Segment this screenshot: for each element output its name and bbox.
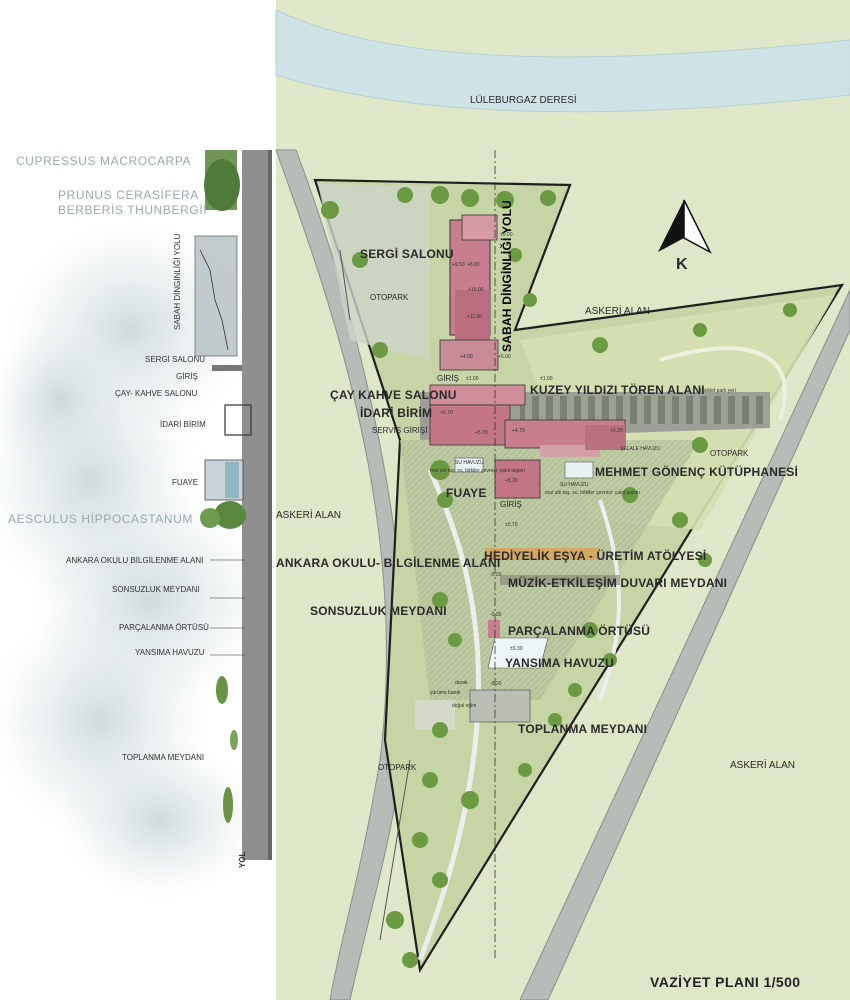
- level: -0.30: [490, 612, 502, 618]
- section-item: ÇAY- KAHVE SALONU: [115, 389, 198, 398]
- section-path-label: SABAH DİNGİNLİĞİ YOLU: [173, 233, 182, 330]
- level: -0.20: [490, 572, 502, 578]
- zone-servis: SERVİS GİRİŞİ: [372, 426, 428, 435]
- zone-bisiklet: bisiklet park yeri: [700, 388, 736, 394]
- level: +5.70: [475, 430, 488, 436]
- section-item: FUAYE: [172, 478, 199, 487]
- level: +8.00: [467, 262, 480, 268]
- level: +5.20: [505, 478, 518, 484]
- zone-otopark-bottom: OTOPARK: [378, 763, 417, 772]
- zone-sonsuzluk: SONSUZLUK MEYDANI: [310, 604, 447, 618]
- species-cupressus: CUPRESSUS MACROCARPA: [16, 154, 192, 168]
- military-area-left: ASKERİ ALAN: [276, 510, 342, 521]
- level: +5.00: [498, 354, 511, 360]
- species-aesculus: AESCULUS HİPPOCASTANUM: [8, 512, 194, 526]
- military-area-bottom: ASKERİ ALAN: [730, 760, 796, 771]
- zone-muzik: MÜZİK-ETKİLEŞİM DUVARI MEYDANI: [508, 576, 728, 590]
- zone-selale: ŞELALE HAVUZU: [620, 446, 661, 452]
- pool-2-label: SU HAVUZU: [560, 482, 589, 488]
- pool-1-note: mat altı taş, su, bitkiler çevresi: çakı…: [430, 468, 526, 474]
- section-item: GİRİŞ: [176, 372, 198, 381]
- section-item: YANSIMA HAVUZU: [135, 648, 205, 657]
- section-item: SONSUZLUK MEYDANI: [112, 585, 200, 594]
- zone-hediyelik: HEDİYELİK EŞYA - ÜRETİM ATÖLYESİ: [484, 549, 707, 563]
- level: ±1.00: [540, 376, 553, 382]
- military-area-top: ASKERİ ALAN: [585, 306, 651, 317]
- zone-giris-top: GİRİŞ: [437, 374, 459, 383]
- zone-ankara: ANKARA OKULU- BİLGİLENME ALANI: [276, 556, 501, 570]
- level: +5.70: [440, 410, 453, 416]
- zone-otopark-top: OTOPARK: [370, 293, 409, 302]
- pool-1-label: SU HAVUZU: [455, 460, 484, 466]
- level: +11.00: [467, 314, 483, 320]
- zone-giris-mid: GİRİŞ: [500, 500, 522, 509]
- plan-title: VAZİYET PLANI 1/500: [650, 974, 801, 990]
- section-item: TOPLANMA MEYDANI: [122, 753, 205, 762]
- pool-2-note: mat altı taş, su, bitkiler çevresi: çakı…: [545, 490, 641, 496]
- section-item: ANKARA OKULU BİLGİLENME ALANI: [66, 556, 204, 565]
- level: -0.20: [490, 681, 502, 687]
- zone-sabah-yolu: SABAH DİNGİNLİĞİ YOLU: [500, 200, 514, 352]
- level: +5.20: [610, 428, 623, 434]
- level: +4.70: [512, 428, 525, 434]
- section-panel: [0, 0, 276, 1000]
- label-durak: durak: [455, 680, 468, 686]
- species-berberis: BERBERİS THUNBERGİİ: [58, 203, 208, 217]
- section-item: PARÇALANMA ÖRTÜSÜ: [119, 623, 209, 632]
- north-arrow: [658, 199, 712, 254]
- zone-otopark-right: OTOPARK: [710, 449, 749, 458]
- label-dogal-egim: doğal eğim: [452, 703, 477, 709]
- zone-cay: ÇAY KAHVE SALONU: [330, 388, 457, 402]
- level: +9.50: [452, 262, 465, 268]
- level: ±0.70: [505, 522, 518, 528]
- zone-fuaye: FUAYE: [446, 486, 487, 500]
- level: ±0.00: [500, 232, 513, 238]
- zone-idari: İDARİ BİRİM: [360, 406, 433, 420]
- north-label: K: [676, 256, 688, 273]
- river-label: LÜLEBURGAZ DERESİ: [470, 95, 577, 106]
- zone-parcalanma: PARÇALANMA ÖRTÜSÜ: [508, 624, 651, 638]
- level: +4.00: [460, 354, 473, 360]
- zone-yansima: YANSIMA HAVUZU: [505, 656, 615, 670]
- zone-sergi: SERGİ SALONU: [360, 247, 454, 261]
- zone-toplanma: TOPLANMA MEYDANI: [518, 722, 648, 736]
- zone-kuzey: KUZEY YILDIZI TÖREN ALANI: [530, 383, 705, 397]
- level: +10.00: [468, 287, 484, 293]
- plan-panel: [275, 0, 850, 1000]
- level: ±1.00: [466, 376, 479, 382]
- section-item: İDARİ BİRİM: [160, 420, 206, 429]
- species-prunus: PRUNUS CERASİFERA: [58, 188, 199, 202]
- level: ±0.30: [510, 646, 523, 652]
- section-road-label: YOL: [238, 851, 247, 868]
- label-yurume: yürüme bandı: [430, 690, 461, 696]
- section-item: SERGİ SALONU: [145, 355, 206, 364]
- zone-kutuphane: MEHMET GÖNENÇ KÜTÜPHANESİ: [595, 465, 799, 479]
